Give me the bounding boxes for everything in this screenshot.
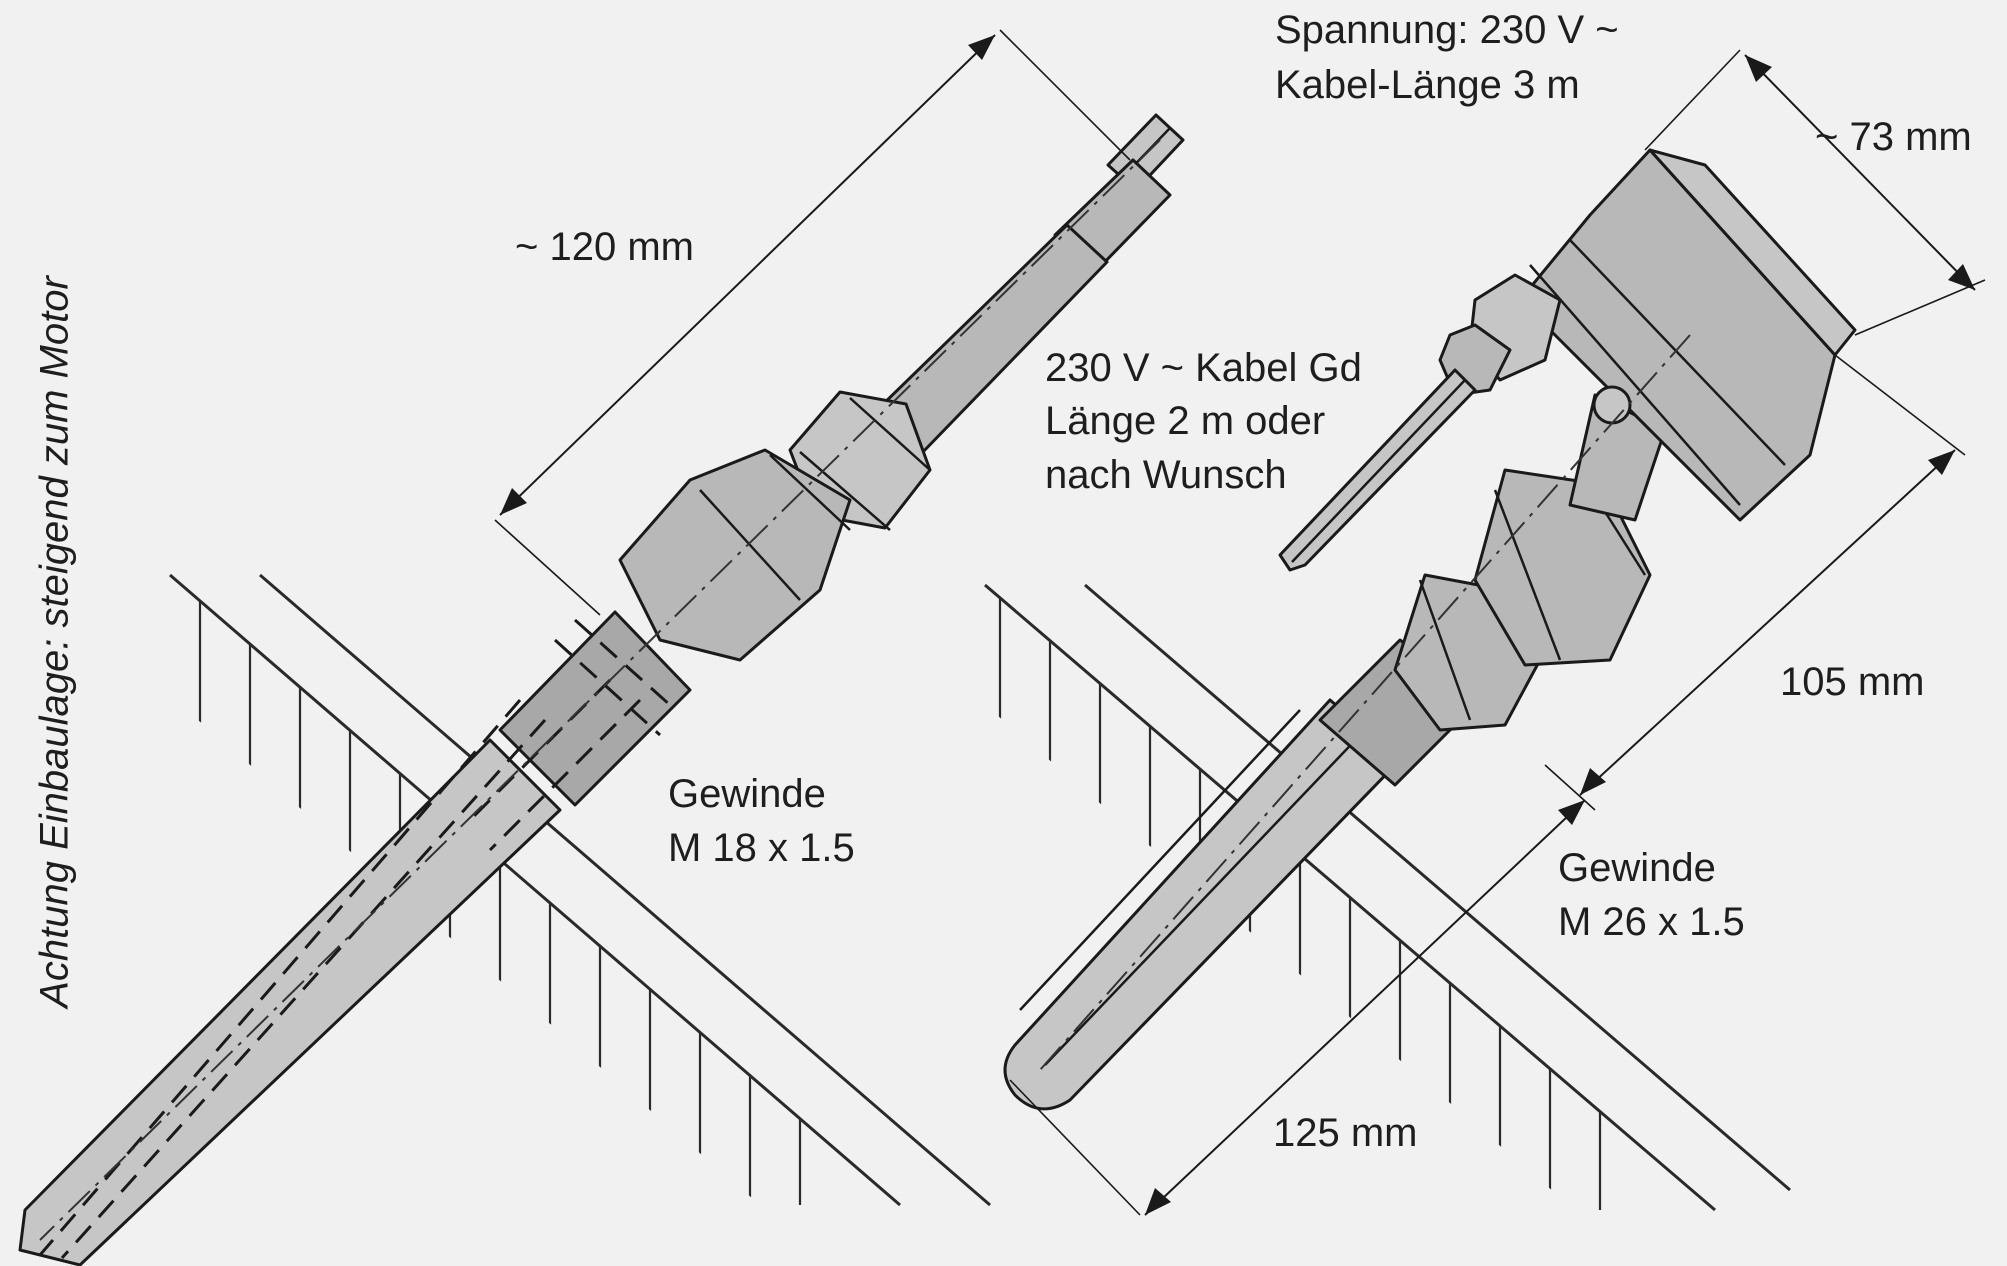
left-thread-label-line2: M 18 x 1.5 [668,826,855,870]
immersion-length-dimension [1009,764,1596,1216]
left-thread-label-line1: Gewinde [668,772,826,816]
right-heater-sheath [1003,698,1402,1111]
cable-spec-line3: nach Wunsch [1045,453,1287,497]
right-thread-label-line1: Gewinde [1558,846,1716,890]
left-sensor-threaded-neck [498,610,692,807]
left-sensor-centerline [39,139,1161,1241]
head-width-dimension [1644,49,1986,336]
head-height-dimension [1579,354,1966,796]
supply-voltage-label: Spannung: 230 V ~ [1275,8,1619,52]
right-immersion-heater [1003,148,1857,1111]
right-thread-label-line2: M 26 x 1.5 [1558,900,1745,944]
left-sensor-hex-body [618,448,852,662]
left-temperature-sensor [18,113,1185,1266]
left-length-dimension [494,29,1131,616]
right-heater-centerline [1039,334,1691,1071]
installation-note: Achtung Einbaulage: steigend zum Motor [32,276,77,1008]
supply-cable-length-label: Kabel-Länge 3 m [1275,63,1580,107]
right-heater-head-lid [1648,148,1857,357]
cable-spec-line1: 230 V ~ Kabel Gd [1045,346,1362,390]
right-heater-screw [1592,385,1632,425]
left-length-label: ~ 120 mm [515,225,694,269]
head-height-label: 105 mm [1780,660,1925,704]
left-wall-hatching [198,575,802,1205]
right-heater-head [1518,148,1837,522]
cable-spec-line2: Länge 2 m oder [1045,399,1326,443]
head-width-label: ~ 73 mm [1815,115,1972,159]
immersion-length-label: 125 mm [1273,1111,1418,1155]
